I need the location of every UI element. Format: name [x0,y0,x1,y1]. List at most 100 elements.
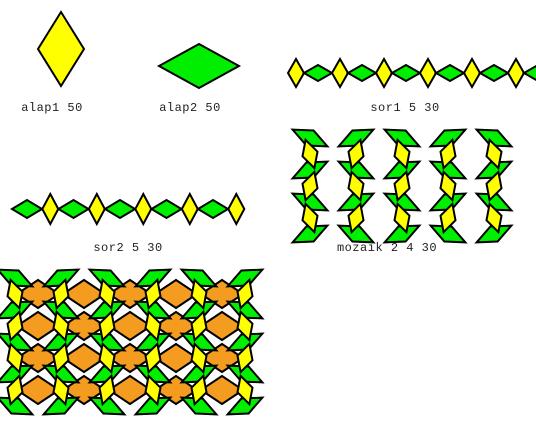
yellow-rhombus [52,277,70,311]
yellow-rhombus [374,56,394,90]
green-rhombus [474,224,514,244]
green-rhombus [179,364,219,384]
orange-rhombus [199,374,245,406]
green-rhombus [382,160,422,180]
yellow-rhombus [236,309,254,343]
yellow-rhombus [485,201,503,235]
mozaik-shape [290,128,514,244]
yellow-rhombus [236,373,254,407]
orange-rhombus [15,310,61,342]
yellow-rhombus [506,56,526,90]
yellow-rhombus [98,373,116,407]
green-rhombus [0,396,35,416]
yellow-rhombus [236,341,254,375]
yellow-rhombus [87,191,106,227]
yellow-rhombus [286,56,306,90]
yellow-rhombus [190,373,208,407]
green-rhombus [225,268,265,288]
green-rhombus [290,224,330,244]
green-rhombus [179,268,219,288]
green-rhombus [382,224,422,244]
yellow-rhombus [439,169,457,203]
orange-rhombus [15,374,61,406]
green-rhombus [225,332,265,352]
yellow-rhombus [190,277,208,311]
green-rhombus [290,160,330,180]
yellow-rhombus [393,201,411,235]
yellow-rhombus [485,169,503,203]
yellow-rhombus [41,191,60,227]
caption-sor2: sor2 5 30 [93,241,162,255]
yellow-rhombus [301,169,319,203]
orange-rhombus [107,374,153,406]
yellow-rhombus [301,137,319,171]
yellow-rhombus [144,309,162,343]
green-rhombus [87,300,127,320]
yellow-rhombus [52,373,70,407]
yellow-rhombus [236,277,254,311]
green-rhombus [474,160,514,180]
caption-alap2: alap2 50 [159,101,221,115]
captions-layer: alap1 50 alap2 50 sor1 5 30 mozaik 2 4 3… [21,101,439,255]
yellow-rhombus [134,191,153,227]
orange-rhombus [61,278,107,310]
yellow-rhombus [485,137,503,171]
green-rhombus [428,128,468,148]
yellow-rhombus [347,169,365,203]
green-rhombus [477,63,511,83]
yellow-rhombus [144,373,162,407]
green-rhombus [133,396,173,416]
orange-rhombus [153,278,199,310]
green-rhombus [336,128,376,148]
green-rhombus [103,198,137,220]
caption-alap1: alap1 50 [21,101,83,115]
yellow-rhombus [144,341,162,375]
orange-rhombus [61,342,107,374]
yellow-rhombus [190,341,208,375]
yellow-rhombus [180,191,199,227]
yellow-rhombus [52,341,70,375]
green-rhombus [0,268,35,288]
yellow-rhombus [439,201,457,235]
orange-rhombus [199,310,245,342]
yellow-rhombus [439,137,457,171]
yellow-rhombus [190,309,208,343]
orange-rhombus [153,342,199,374]
green-rhombus [521,64,536,82]
yellow-rhombus [462,56,482,90]
green-rhombus [56,198,91,220]
yellow-rhombus [6,373,24,407]
green-rhombus [0,364,35,384]
yellow-rhombus [347,201,365,235]
green-rhombus [382,128,422,148]
orange-rhombus [107,310,153,342]
green-rhombus [133,268,173,288]
yellow-rhombus [98,341,116,375]
yellow-rhombus [52,309,70,343]
yellow-rhombus [347,137,365,171]
yellow-rhombus [418,56,438,90]
yellow-rhombus [227,191,246,227]
green-rhombus [0,300,35,320]
shapes-layer [0,10,536,416]
yellow-rhombus [36,10,86,88]
sor2-shape [10,191,246,227]
sor1-shape [286,56,536,90]
green-rhombus [156,42,242,90]
yellow-rhombus [330,56,350,90]
green-rhombus [474,128,514,148]
green-rhombus [41,268,81,288]
caption-mozaik: mozaik 2 4 30 [337,241,437,255]
green-rhombus [149,198,184,220]
yellow-rhombus [98,277,116,311]
yellow-rhombus [6,309,24,343]
green-rhombus [87,364,127,384]
alap2-shape [156,42,242,90]
green-rhombus [301,63,335,83]
green-rhombus [389,63,423,83]
green-rhombus [225,396,265,416]
green-rhombus [196,198,230,220]
green-rhombus [87,268,127,288]
yellow-rhombus [144,277,162,311]
green-rhombus [0,332,35,352]
